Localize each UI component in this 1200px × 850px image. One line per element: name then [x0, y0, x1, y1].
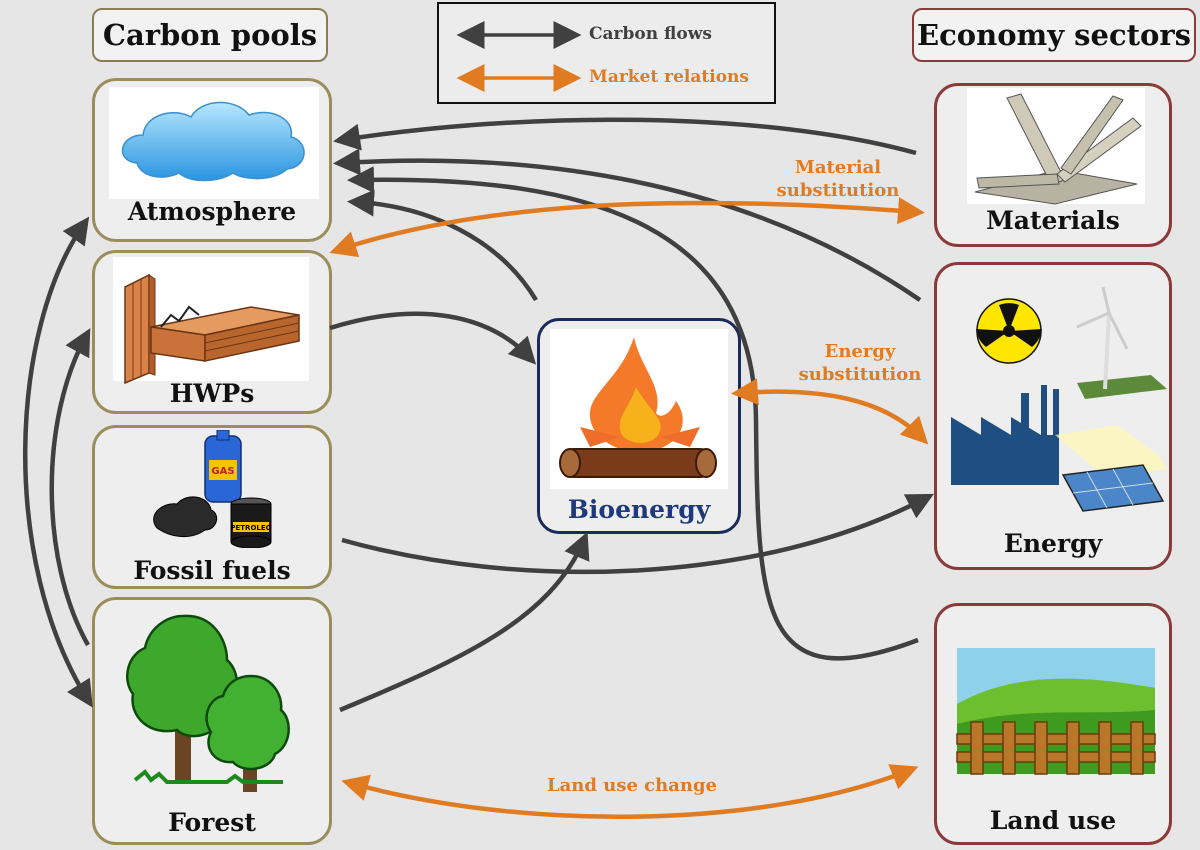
- legend-market-relations: Market relations: [589, 67, 749, 87]
- forest-pool: Forest: [92, 597, 332, 845]
- land-use-change-label: Land use change: [546, 775, 718, 796]
- wood-panel-icon: [113, 257, 309, 385]
- materials-label: Materials: [986, 206, 1120, 235]
- solar-panel-icon: [1055, 425, 1167, 512]
- forest-hwps-arrow: [49, 328, 91, 647]
- legend-carbon-flows: Carbon flows: [589, 24, 712, 44]
- legend-arrows: [456, 21, 582, 92]
- material-substitution-arrow: [329, 197, 925, 258]
- forest-label: Forest: [168, 808, 256, 837]
- energy-sector: Energy: [934, 262, 1172, 570]
- land-use-change-arrow: [341, 764, 919, 820]
- energy-substitution-line2: substitution: [798, 364, 922, 385]
- land-use-sector: Land use: [934, 603, 1172, 845]
- materials-atmosphere-arrow: [333, 117, 917, 156]
- carbon-pools-title: Carbon pools: [102, 18, 318, 52]
- energy-substitution-label: Energy substitution: [790, 340, 930, 386]
- hwps-label: HWPs: [169, 379, 255, 408]
- trees-icon: [126, 614, 290, 792]
- energy-label: Energy: [1003, 529, 1103, 558]
- material-substitution-line1: Material: [794, 157, 882, 178]
- atmosphere-pool: Atmosphere: [92, 78, 332, 242]
- hwps-bioenergy-arrow: [329, 311, 537, 365]
- energy-icons: [951, 286, 1167, 512]
- fossil-energy-arrow: [341, 493, 934, 575]
- svg-text:GAS: GAS: [211, 466, 234, 477]
- cloud-icon: [109, 87, 319, 199]
- carbon-pools-header: Carbon pools: [92, 8, 328, 62]
- svg-text:PETROLEO: PETROLEO: [230, 524, 271, 532]
- forest-atmosphere-arrow: [23, 216, 93, 708]
- bioenergy-node: Bioenergy: [537, 318, 741, 534]
- forest-bioenergy-arrow: [339, 531, 590, 713]
- materials-sector: Materials: [934, 83, 1172, 247]
- energy-atmosphere-arrow: [333, 148, 922, 302]
- hwps-pool: HWPs: [92, 250, 332, 414]
- fossil-fuels-label: Fossil fuels: [133, 556, 291, 585]
- economy-sectors-title: Economy sectors: [917, 18, 1191, 52]
- land-use-label: Land use: [989, 806, 1117, 835]
- legend: Carbon flows Market relations: [437, 2, 776, 104]
- fence-field-icon: [956, 648, 1156, 775]
- bioenergy-label: Bioenergy: [567, 495, 711, 524]
- factory-icon: [951, 385, 1059, 485]
- economy-sectors-header: Economy sectors: [912, 8, 1196, 62]
- atmosphere-label: Atmosphere: [127, 197, 297, 226]
- fossil-fuels-pool: GAS PETROLEO Fossil fuels: [92, 425, 332, 589]
- bioenergy-atmosphere-arrow: [347, 189, 538, 302]
- steel-beams-icon: [967, 88, 1145, 205]
- energy-substitution-line1: Energy: [824, 341, 896, 362]
- fossil-fuel-icon: GAS PETROLEO: [153, 430, 272, 548]
- campfire-icon: [550, 329, 728, 489]
- material-substitution-label: Material substitution: [758, 156, 918, 202]
- material-substitution-line2: substitution: [776, 180, 900, 201]
- energy-substitution-arrow: [731, 378, 929, 445]
- wind-turbine-icon: [1076, 286, 1167, 399]
- radiation-icon: [976, 298, 1042, 364]
